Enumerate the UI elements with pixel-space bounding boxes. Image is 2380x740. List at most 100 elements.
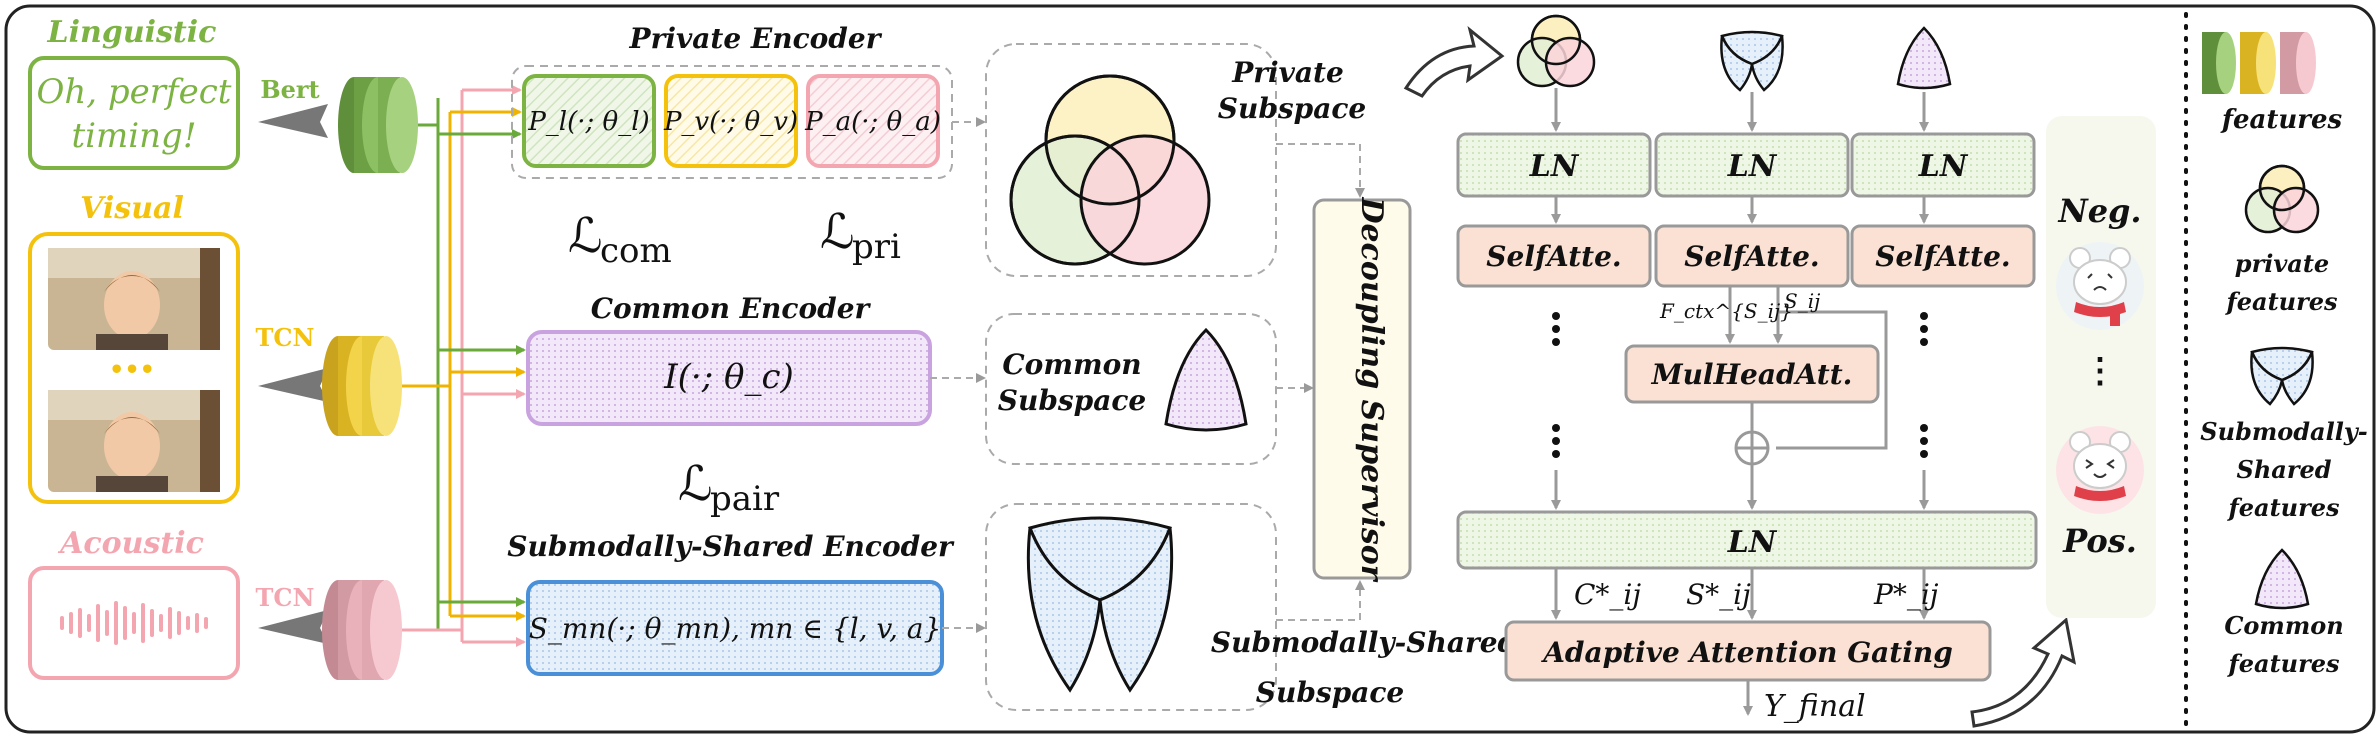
ln-label-private: LN	[1918, 149, 1969, 184]
private-encoder-visual	[664, 74, 798, 168]
to-gating-arrows	[1551, 568, 1929, 620]
shared-encoder-label: S_mn(·; θ_mn), mn ∈ {l, v, a}	[529, 612, 942, 645]
output-to-sentiment-curved-arrow	[1970, 617, 2077, 728]
video-frame-bottom	[48, 390, 220, 492]
adaptive-gating-label: Adaptive Attention Gating	[1540, 636, 1953, 669]
routing-lines	[402, 85, 526, 647]
selfatt-to-mulhead-arrows	[1725, 286, 1888, 450]
residual-add-icon	[1734, 430, 1770, 466]
legend-private-line1: private	[2235, 249, 2329, 278]
loss-com-sub: com	[600, 231, 672, 271]
private-encoder-linguistic	[522, 74, 656, 168]
ln-box-common	[1456, 132, 1652, 198]
merged-ln-box	[1456, 510, 2038, 570]
visual-ellipsis: •••	[109, 355, 155, 384]
bert-encoder-icon	[338, 77, 418, 173]
selfatt-box-shared	[1654, 224, 1850, 288]
acoustic-title: Acoustic	[57, 526, 204, 561]
private-encoder-group	[511, 65, 953, 179]
legend-features-label: features	[2220, 105, 2343, 135]
y-final-label: Y_final	[1764, 689, 1866, 724]
acoustic-tcn-arrow	[258, 610, 328, 644]
private-encoder-acoustic	[806, 74, 940, 168]
common-subspace-line2: Subspace	[998, 384, 1147, 417]
visual-tcn-icon	[322, 336, 402, 436]
common-subspace-line1: Common	[1002, 348, 1141, 381]
icon-to-ln-arrows	[1551, 88, 1929, 132]
fusion-common-icon	[1896, 26, 1952, 90]
sentiment-dots: ⋮	[2083, 351, 2117, 391]
to-merge-ln-arrows	[1551, 464, 1929, 510]
loss-com-symbol: ℒ	[568, 208, 603, 264]
shared-feature-shape	[1026, 516, 1174, 693]
ln-label-shared: LN	[1727, 149, 1778, 184]
mulheadatt-label: MulHeadAtt.	[1651, 358, 1853, 391]
private-encoder-linguistic-label: P_l(·; θ_l)	[527, 107, 649, 137]
encoder-to-subspace-arrows	[930, 117, 986, 633]
private-encoder-visual-label: P_v(·; θ_v)	[663, 107, 798, 137]
sad-bear-avatar	[2056, 242, 2144, 330]
legend-common-icon	[2254, 548, 2310, 610]
private-encoder-title: Private Encoder	[629, 22, 883, 55]
decoupling-supervisor-label: Decoupling Supervisor	[1354, 196, 1389, 582]
visual-title: Visual	[80, 191, 184, 226]
acoustic-tcn-icon	[322, 580, 402, 680]
selfatt-label-private: SelfAtte.	[1875, 240, 2010, 273]
merged-ln-label: LN	[1727, 525, 1778, 560]
waveform-icon	[60, 601, 208, 645]
pos-label: Pos.	[2062, 522, 2137, 560]
legend-private-venn-icon	[2244, 164, 2320, 234]
linguistic-box	[28, 56, 240, 170]
legend-features-icon	[2202, 32, 2316, 94]
loss-pri-sub: pri	[852, 227, 901, 267]
legend-common-line2: features	[2226, 649, 2340, 678]
ln-label-common: LN	[1529, 149, 1580, 184]
private-encoder-acoustic-label: P_a(·; θ_a)	[804, 107, 941, 137]
legend-private-line2: features	[2224, 287, 2338, 316]
layer-ellipsis-dots	[1552, 312, 1928, 458]
fusion-shared-icon	[1720, 30, 1784, 92]
legend-shared-line2: Shared	[2236, 455, 2331, 484]
linguistic-text-line2: timing!	[72, 116, 197, 156]
s-star-label: S*_ij	[1686, 578, 1751, 611]
legend-shared-line1: Submodally-	[2200, 417, 2367, 446]
shared-subspace-line1: Submodally-Shared	[1211, 626, 1517, 659]
fusion-private-venn-icon	[1516, 14, 1596, 88]
bert-label: Bert	[260, 75, 319, 104]
c-star-label: C*_ij	[1574, 578, 1641, 611]
shared-subspace-line2: Subspace	[1256, 676, 1405, 709]
private-subspace-group	[985, 43, 1277, 277]
loss-pri-symbol: ℒ	[820, 204, 855, 260]
selfatt-label-common: SelfAtte.	[1486, 240, 1621, 273]
common-feature-shape	[1164, 327, 1248, 432]
common-encoder-title: Common Encoder	[591, 292, 872, 325]
neg-label: Neg.	[2057, 192, 2141, 230]
ln-box-private	[1850, 132, 2036, 198]
legend-shared-icon	[2250, 346, 2314, 406]
ctx-label: F_ctx^{S_ij}	[1659, 299, 1793, 323]
linguistic-title: Linguistic	[47, 15, 217, 50]
selfatt-box-common	[1456, 224, 1652, 288]
selfatt-box-private	[1850, 224, 2036, 288]
loss-pair-sub: pair	[710, 479, 780, 519]
sij-label: S_ij	[1784, 289, 1820, 313]
decoupling-supervisor-box	[1312, 198, 1412, 580]
legend-common-line1: Common	[2224, 611, 2343, 640]
subspace-to-supervisor-lines	[1276, 143, 1365, 621]
happy-bear-avatar	[2056, 426, 2144, 514]
bert-arrow	[258, 104, 328, 138]
common-encoder-label: I(·; θ_c)	[663, 357, 794, 397]
private-to-fusion-curved-arrow	[1403, 25, 1505, 98]
private-subspace-line2: Subspace	[1218, 92, 1367, 125]
private-subspace-line1: Private	[1231, 56, 1344, 89]
visual-tcn-label: TCN	[256, 323, 315, 352]
visual-tcn-arrow	[258, 368, 328, 402]
ln-to-selfatt-arrows	[1551, 196, 1929, 224]
acoustic-tcn-label: TCN	[256, 583, 315, 612]
legend-shared-line3: features	[2226, 493, 2340, 522]
linguistic-text-line1: Oh, perfect	[37, 72, 232, 112]
private-venn	[1009, 74, 1211, 266]
shared-subspace-group	[985, 503, 1277, 711]
shared-encoder-title: Submodally-Shared Encoder	[507, 530, 955, 563]
